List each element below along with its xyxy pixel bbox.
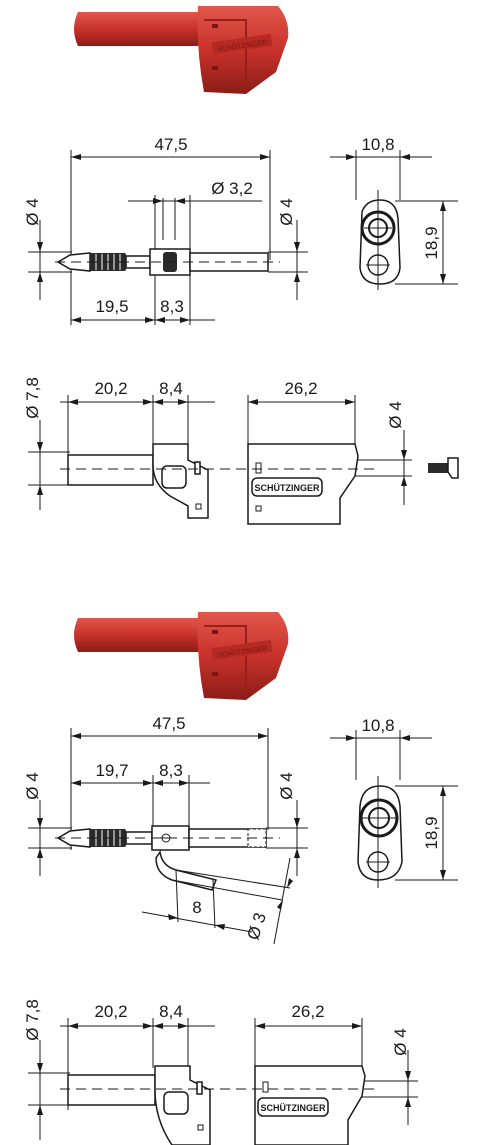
d1-side-body-length: 26,2 — [284, 379, 317, 398]
d2-side-seg1: 20,2 — [94, 1002, 127, 1021]
plug-photo-2: SCHÜTZINGER — [74, 612, 289, 700]
d2-angled-length: 8 — [192, 898, 201, 917]
d1-end-width: 10,8 — [361, 135, 394, 154]
d2-side-body-diameter: Ø 4 — [391, 1028, 410, 1055]
d2-angled-diameter: Ø 3 — [243, 910, 270, 942]
d2-left-diameter: Ø 4 — [23, 772, 42, 799]
d1-overall-length: 47,5 — [154, 135, 187, 154]
d1-side-body-diameter: Ø 4 — [386, 401, 405, 428]
d2-end-height: 18,9 — [422, 816, 441, 849]
d2-side-body-length: 26,2 — [291, 1002, 324, 1021]
d1-left-diameter: Ø 4 — [23, 198, 42, 225]
d1-side-left-diameter: Ø 7,8 — [23, 377, 42, 419]
d1-side-seg2: 8,4 — [159, 379, 183, 398]
d2-seg1-length: 19,7 — [95, 761, 128, 780]
drawing1-end-view — [330, 150, 458, 290]
d2-overall-length: 47,5 — [152, 714, 185, 733]
d1-seg2-length: 8,3 — [160, 297, 184, 316]
d1-seg1-length: 19,5 — [95, 297, 128, 316]
drawing2-top-view — [28, 728, 308, 945]
d2-end-width: 10,8 — [361, 716, 394, 735]
plug-photo-1: SCHÜTZINGER — [74, 6, 289, 94]
drawing1-top-view — [28, 150, 308, 325]
brand-label-2: SCHÜTZINGER — [261, 1103, 327, 1113]
d2-side-seg2: 8,4 — [159, 1002, 183, 1021]
d1-right-diameter: Ø 4 — [277, 198, 296, 225]
d1-end-height: 18,9 — [422, 226, 441, 259]
drawing1-side-view — [28, 395, 459, 525]
d2-side-left-diameter: Ø 7,8 — [23, 999, 42, 1041]
d1-inner-diameter: Ø 3,2 — [211, 179, 253, 198]
drawing2-end-view — [330, 730, 458, 888]
d2-right-diameter: Ø 4 — [277, 772, 296, 799]
d2-seg2-length: 8,3 — [159, 761, 183, 780]
d1-side-seg1: 20,2 — [94, 379, 127, 398]
brand-label-1: SCHÜTZINGER — [255, 483, 321, 493]
drawing2-side-view — [28, 1018, 418, 1145]
